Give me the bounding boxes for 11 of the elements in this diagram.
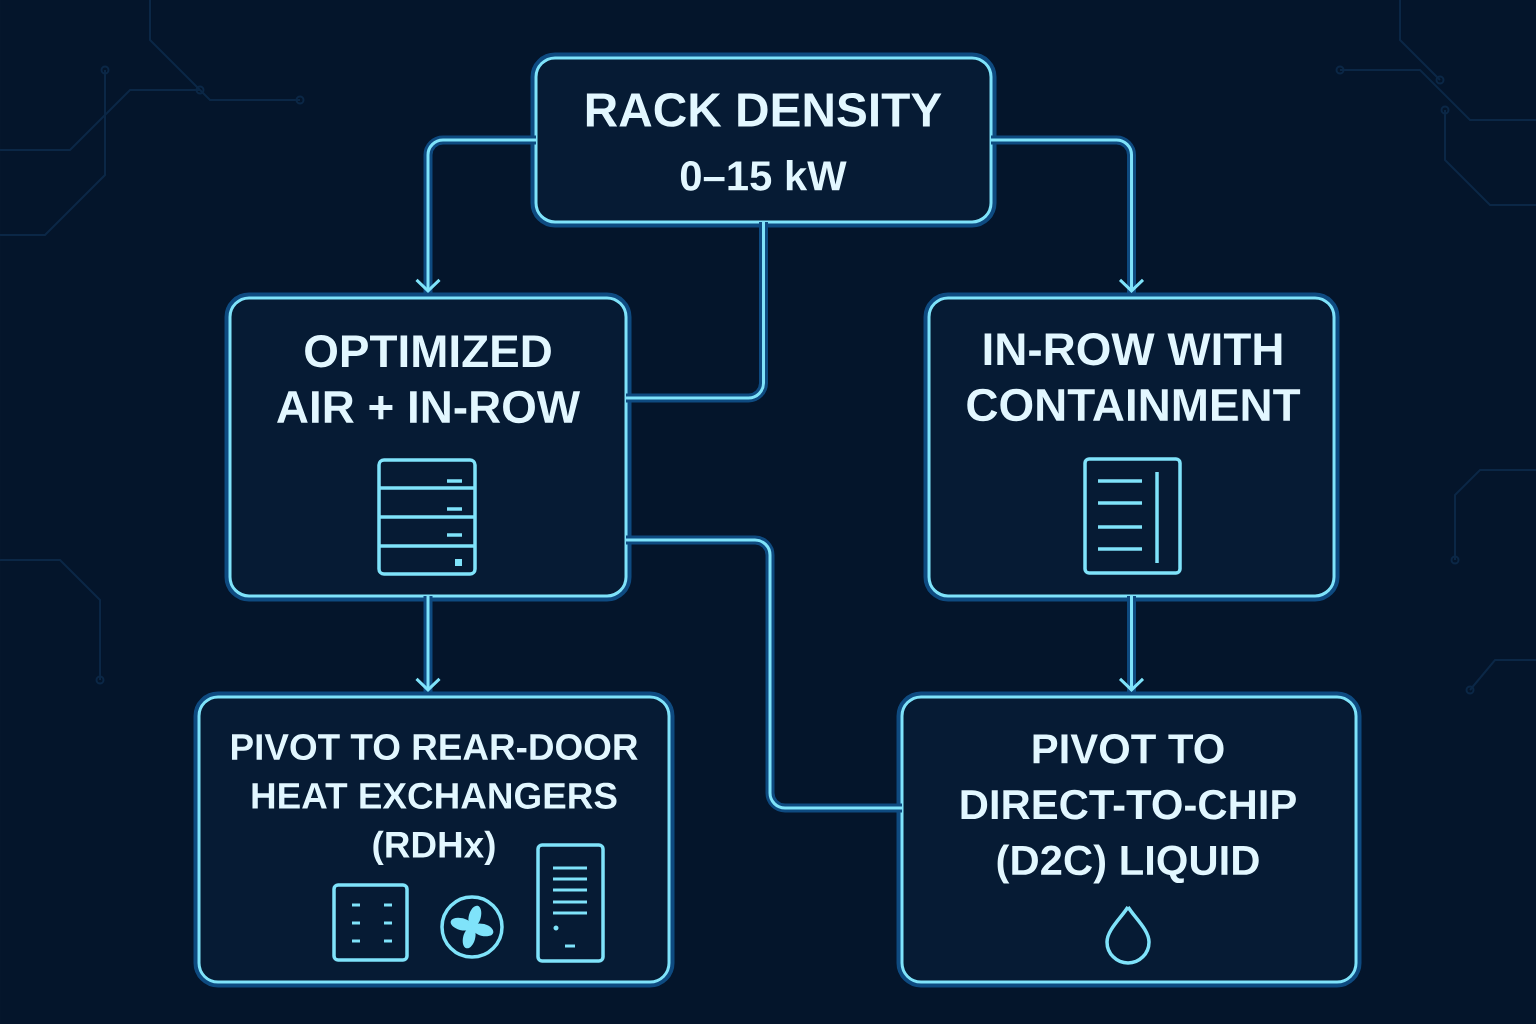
process-box: RACK DENSITY 0–15 kW [530,52,997,228]
connector-line [626,222,768,403]
arrow [991,135,1145,293]
arrow [1118,596,1145,692]
process-box: PIVOT TO REAR-DOOR HEAT EXCHANGERS (RDHx) [193,691,675,988]
arrow [415,596,441,692]
process-box: PIVOT TO DIRECT-TO-CHIP (D2C) LIQUID [896,691,1362,988]
connector-line [626,535,902,813]
process-box: IN-ROW WITH CONTAINMENT [923,292,1340,602]
process-box: OPTIMIZED AIR + IN-ROW [224,292,632,602]
arrow [415,135,536,293]
